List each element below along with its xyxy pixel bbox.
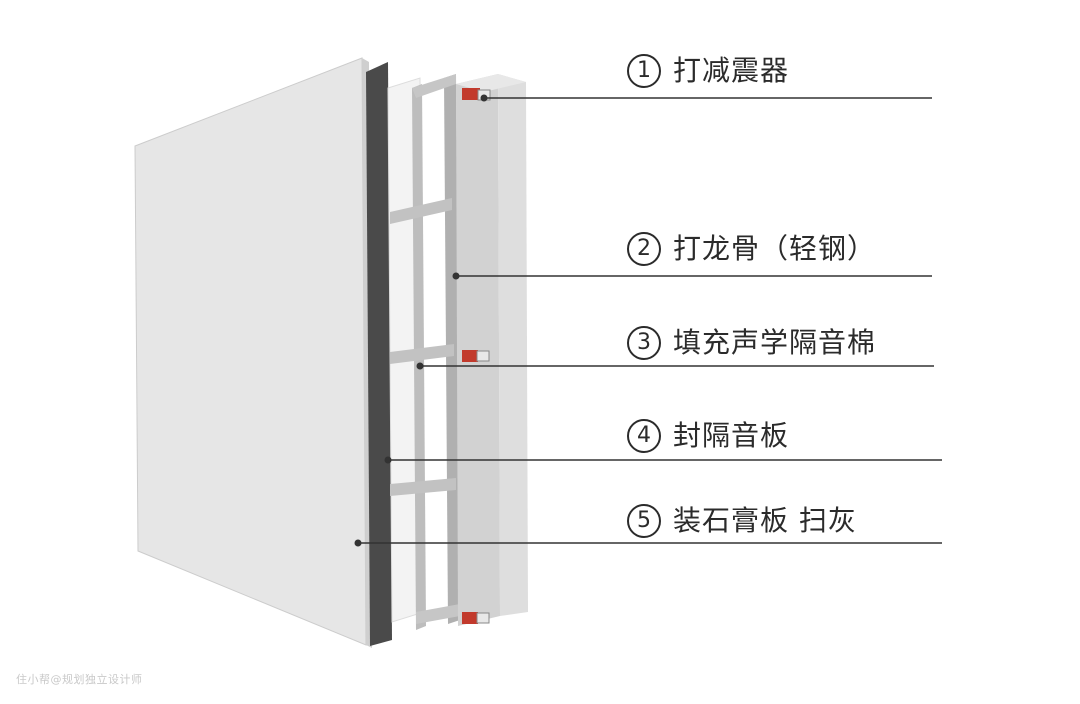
- leader-lines: [358, 97, 942, 544]
- leader-dot-3: [416, 362, 424, 370]
- callout-number-5: 5: [627, 504, 661, 538]
- soundproof-board: [366, 62, 392, 646]
- gypsum-board-front: [134, 57, 367, 646]
- stud-cross-2: [390, 344, 454, 364]
- callout-number-4: 4: [627, 419, 661, 453]
- leader-dot-5: [354, 539, 362, 547]
- stud-cross-3: [390, 478, 456, 496]
- leader-dot-4: [384, 456, 392, 464]
- callout-2: 2 打龙骨（轻钢）: [627, 232, 876, 266]
- acoustic-insulation-top: [456, 74, 526, 92]
- callout-1: 1 打减震器: [627, 54, 789, 88]
- callout-text-2: 打龙骨（轻钢）: [673, 232, 877, 265]
- shock-absorber-bottom: [462, 612, 490, 624]
- callout-5: 5 装石膏板 扫灰: [627, 504, 857, 538]
- callout-text-3: 填充声学隔音棉: [673, 326, 877, 359]
- shock-absorber-middle: [462, 350, 490, 362]
- acoustic-insulation-side: [498, 74, 528, 616]
- leader-dot-2: [452, 272, 460, 280]
- callout-3: 3 填充声学隔音棉: [627, 326, 876, 360]
- callout-number-2: 2: [627, 232, 661, 266]
- callout-text-1: 打减震器: [673, 54, 790, 87]
- callout-4: 4 封隔音板: [627, 419, 789, 453]
- stud-top-rail: [412, 74, 456, 98]
- callout-text-5: 装石膏板 扫灰: [673, 504, 857, 537]
- leader-dots: [354, 94, 488, 547]
- stud-cross-1: [390, 198, 452, 224]
- stud-bottom-rail: [416, 604, 460, 624]
- watermark: 住小帮@规划独立设计师: [16, 673, 143, 686]
- callout-text-4: 封隔音板: [673, 419, 790, 452]
- callout-number-1: 1: [627, 54, 661, 88]
- leader-dot-1: [480, 94, 488, 102]
- callout-number-3: 3: [627, 326, 661, 360]
